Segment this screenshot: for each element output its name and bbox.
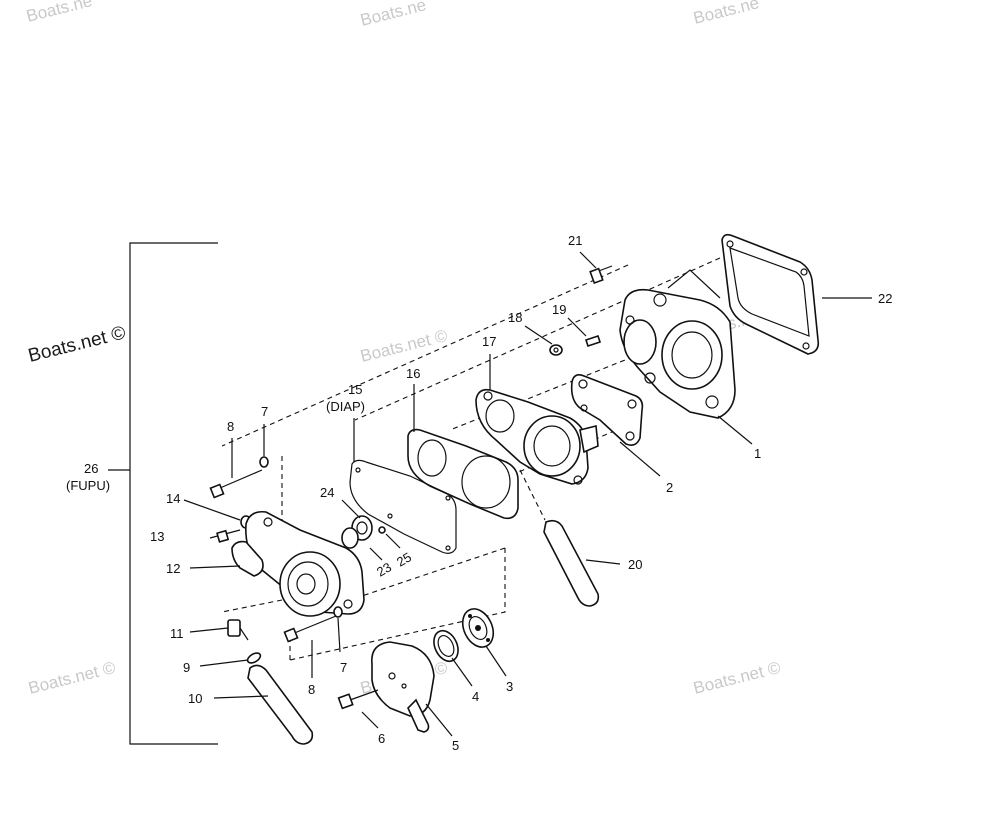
callout-24: 24 xyxy=(320,485,334,500)
part-5-filter-cap xyxy=(371,641,435,733)
callout-17: 17 xyxy=(482,334,496,349)
callout-13: 13 xyxy=(150,529,164,544)
callout-20: 20 xyxy=(628,557,642,572)
part-6-screw xyxy=(337,689,379,710)
callout-21: 21 xyxy=(568,233,582,248)
callout-5: 5 xyxy=(452,738,459,753)
callout-14: 14 xyxy=(166,491,180,506)
callout-7-lower: 7 xyxy=(340,660,347,675)
watermark-top-left: Boats.ne xyxy=(24,0,94,26)
callout-10: 10 xyxy=(188,691,202,706)
watermark-bottom-left: Boats.net © xyxy=(26,658,117,698)
callout-8-upper: 8 xyxy=(227,419,234,434)
part-7-washer-upper xyxy=(259,456,269,468)
callout-19: 19 xyxy=(552,302,566,317)
part-16-gasket xyxy=(407,428,519,520)
part-8-bolt-upper xyxy=(209,469,263,499)
leader-lines xyxy=(183,251,872,737)
callout-11: 11 xyxy=(170,626,184,641)
callout-3: 3 xyxy=(506,679,513,694)
part-20-hose xyxy=(543,519,600,607)
callout-8-lower: 8 xyxy=(308,682,315,697)
part-15-diaphragm xyxy=(349,459,457,554)
callout-1: 1 xyxy=(754,446,761,461)
watermark-center: Boats.net © xyxy=(358,326,449,366)
part-10-hose xyxy=(247,664,314,745)
pump-housing xyxy=(231,510,365,617)
part-19-clip xyxy=(584,334,602,348)
callout-25: 25 xyxy=(394,549,414,569)
part-23-valve xyxy=(341,527,359,549)
watermark-bottom-right: Boats.net © xyxy=(691,658,782,698)
callout-22: 22 xyxy=(878,291,892,306)
callout-26: 26 xyxy=(84,461,98,476)
callout-6: 6 xyxy=(378,731,385,746)
part-1-cover xyxy=(619,269,736,419)
callout-16: 16 xyxy=(406,366,420,381)
callout-9: 9 xyxy=(183,660,190,675)
callout-23: 23 xyxy=(374,559,394,579)
part-18-nut xyxy=(549,344,563,356)
callout-4: 4 xyxy=(472,689,479,704)
watermark-top-mid: Boats.ne xyxy=(358,0,428,30)
part-2-plate xyxy=(570,374,644,446)
callout-7-upper: 7 xyxy=(261,404,268,419)
part-21-screw xyxy=(589,265,613,285)
callout-2: 2 xyxy=(666,480,673,495)
part-7-washer-lower xyxy=(333,606,343,618)
part-8-bolt-lower xyxy=(283,615,337,643)
callout-15-sub: (DIAP) xyxy=(326,399,365,414)
watermark-top-right: Boats.ne xyxy=(691,0,761,28)
part-4-seal xyxy=(433,629,459,663)
part-25-spring xyxy=(378,526,386,534)
callout-15: 15 xyxy=(348,382,362,397)
watermark-left: Boats.net © xyxy=(26,322,128,366)
callout-26-sub: (FUPU) xyxy=(66,478,110,493)
part-3-screen xyxy=(461,608,495,648)
assembly-bracket xyxy=(108,242,218,745)
part-13-screw xyxy=(209,529,241,543)
callout-12: 12 xyxy=(166,561,180,576)
callout-18: 18 xyxy=(508,310,522,325)
part-17-body xyxy=(475,388,599,485)
part-9-clamp xyxy=(246,652,262,664)
part-11-fitting xyxy=(227,619,249,641)
part-22-gasket xyxy=(721,233,820,355)
